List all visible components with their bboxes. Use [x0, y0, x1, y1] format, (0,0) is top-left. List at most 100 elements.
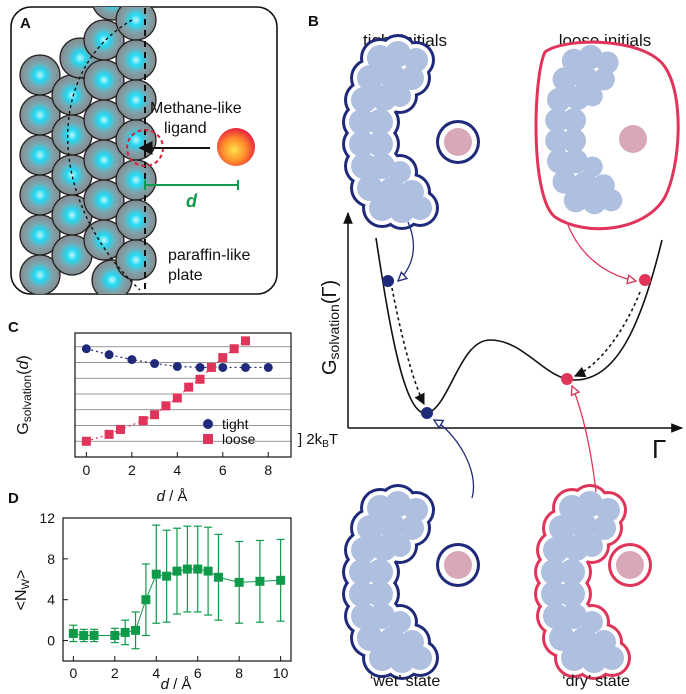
- chart-d-ytick-label: 8: [47, 551, 55, 567]
- chart-d-xtick-label: 2: [111, 665, 119, 681]
- dry-connector-arrow: [572, 386, 597, 493]
- wet-state-point: [421, 407, 433, 419]
- nw-point: [255, 576, 265, 586]
- nw-point: [193, 564, 203, 574]
- wet-state-label: ‘wet’ state: [370, 673, 441, 690]
- chart-c-xtick-label: 0: [82, 462, 90, 478]
- point-tight: [150, 359, 160, 369]
- chart-d-ylabel: <NW>: [13, 570, 32, 611]
- tight-relaxation-arrow: [391, 287, 425, 406]
- point-loose: [115, 424, 125, 434]
- panel-letter-b: B: [308, 13, 319, 30]
- chart-d: 0 2 4 6 8 10 0 4 8 12: [39, 510, 288, 681]
- energy-y-label: Gsolvation(Γ): [319, 280, 342, 375]
- legend-tight-label: tight: [222, 416, 249, 432]
- chart-d-xtick-label: 4: [152, 665, 160, 681]
- point-loose: [161, 401, 171, 411]
- chart-d-xlabel: d / Å: [161, 676, 192, 693]
- chart-c-xlabel: d / Å: [157, 488, 188, 505]
- point-tight: [104, 350, 114, 360]
- legend-loose-label: loose: [222, 431, 256, 447]
- nw-point: [276, 575, 286, 585]
- panel-letter-c: C: [8, 319, 19, 336]
- nw-point: [162, 571, 172, 581]
- point-loose: [184, 382, 194, 392]
- chart-d-ytick-label: 12: [39, 510, 55, 526]
- plate-sphere: [19, 254, 61, 294]
- nw-point: [68, 628, 78, 638]
- plate-sphere: [83, 219, 125, 261]
- nw-point: [141, 595, 151, 605]
- nw-point: [110, 630, 120, 640]
- free-energy-curve: [375, 237, 663, 414]
- chart-c-xtick-label: 2: [128, 462, 136, 478]
- wet-connector-arrow: [434, 420, 475, 499]
- chart-d-ytick-label: 4: [47, 592, 55, 608]
- plate-sphere: [115, 7, 157, 41]
- dry-state-complex: [534, 484, 652, 680]
- chart-c-xtick-label: 8: [264, 462, 272, 478]
- nw-point: [203, 566, 213, 576]
- energy-x-label: Γ: [652, 434, 666, 464]
- dry-state-point: [561, 373, 573, 385]
- point-tight: [172, 361, 182, 371]
- point-tight: [81, 344, 91, 354]
- nw-point: [89, 630, 99, 640]
- plate-label-line2: plate: [168, 267, 203, 284]
- chart-d-ytick-label: 0: [47, 633, 55, 649]
- nw-point: [131, 625, 141, 635]
- chart-d-xtick-label: 0: [69, 665, 77, 681]
- point-loose: [104, 429, 114, 439]
- point-loose: [229, 344, 239, 354]
- point-loose: [172, 393, 182, 403]
- chart-d-xtick-label: 10: [273, 665, 289, 681]
- ligand-label-line2: ligand: [164, 120, 207, 137]
- legend-tight-marker: [203, 419, 213, 429]
- chart-c-frame: [74, 332, 292, 458]
- tight-connector-arrow: [398, 221, 415, 281]
- chart-d-xtick-label: 6: [194, 665, 202, 681]
- panel-b: B tight initials loose initials: [308, 13, 684, 690]
- dry-state-label: ‘dry’ state: [562, 673, 630, 690]
- point-loose: [81, 436, 91, 446]
- plate-sphere: [115, 39, 157, 81]
- loose-initial-complex: [534, 40, 680, 231]
- point-tight: [195, 362, 205, 372]
- plate-sphere: [115, 199, 157, 241]
- plate-label-line1: paraffin-like: [168, 247, 251, 264]
- chart-c-xtick-label: 6: [219, 462, 227, 478]
- point-loose: [150, 410, 160, 420]
- tight-initial-point: [382, 275, 394, 287]
- panel-letter-a: A: [20, 15, 31, 32]
- series-line-tight: [86, 348, 269, 369]
- wet-state-complex: [342, 484, 480, 680]
- ligand-label-line1: Methane-like: [150, 100, 242, 117]
- nw-point: [234, 577, 244, 587]
- plate-sphere: [115, 119, 157, 161]
- loose-relaxation-arrow: [573, 291, 641, 378]
- nw-point: [213, 572, 223, 582]
- chart-c-xtick-label: 4: [173, 462, 181, 478]
- point-tight: [127, 355, 137, 365]
- chart-d-frame: [62, 517, 292, 662]
- point-loose: [138, 416, 148, 426]
- panel-a: A Methane-like ligand d paraffin-like pl…: [10, 6, 278, 295]
- tight-initial-complex: [342, 34, 480, 230]
- chart-c: 0 2 4 6 8: [75, 336, 291, 478]
- point-loose: [206, 362, 216, 372]
- point-tight: [263, 362, 273, 372]
- point-loose: [218, 353, 228, 363]
- chart-d-xtick-label: 8: [235, 665, 243, 681]
- nw-point: [79, 630, 89, 640]
- loose-initial-point: [639, 274, 651, 286]
- point-loose: [195, 374, 205, 384]
- distance-symbol: d: [186, 191, 198, 211]
- loose-connector-arrow: [567, 224, 636, 281]
- point-tight: [241, 362, 251, 372]
- chart-c-ylabel: Gsolvation(d): [15, 355, 34, 434]
- nw-point: [151, 569, 161, 579]
- nw-point: [182, 564, 192, 574]
- nw-point: [120, 627, 130, 637]
